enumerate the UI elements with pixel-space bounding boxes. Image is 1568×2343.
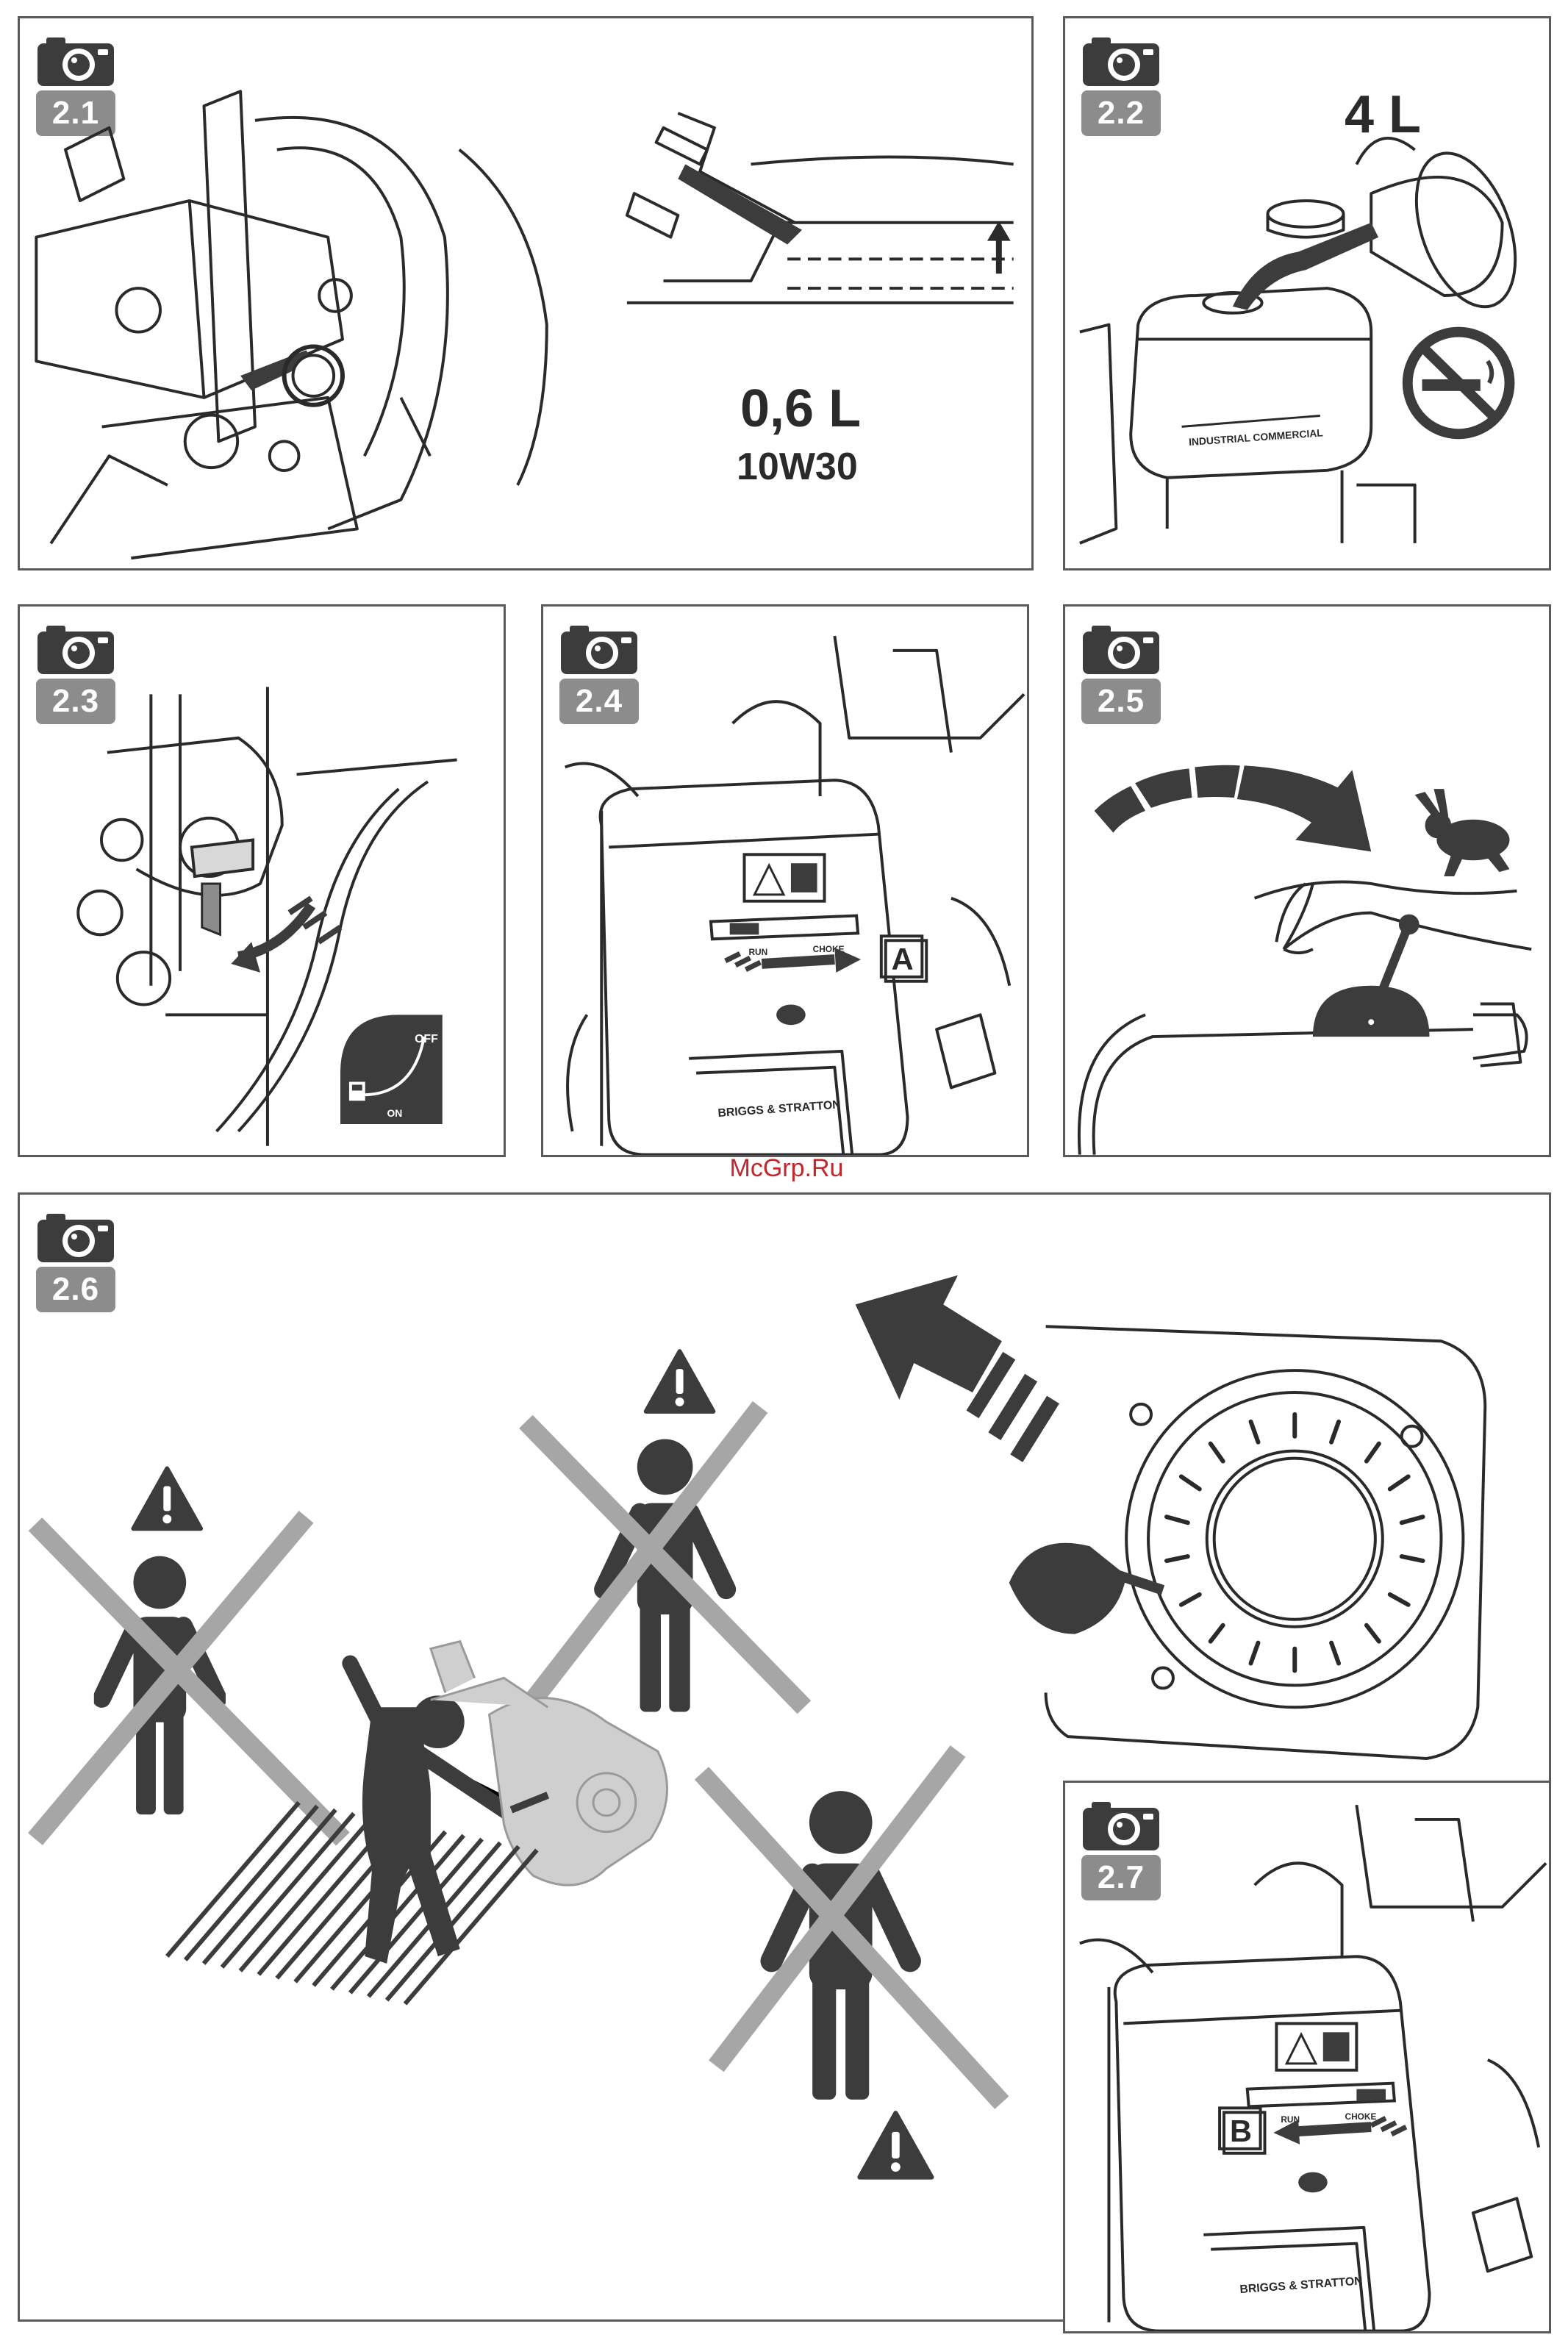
brand-text: BRIGGS & STRATTON [717,1098,841,1120]
fuel-valve-illustration: OFF ON [20,607,504,1155]
warning-icon [133,1469,201,1529]
rabbit-icon [1415,789,1510,876]
valve-on-text: ON [387,1107,402,1119]
no-smoking-icon [1408,332,1510,434]
warning-icon [646,1351,714,1412]
step-2-4-panel: 2.4 RUN CHOKE A BRIGGS & STRATTON [541,604,1029,1157]
warning-icon [860,2113,932,2177]
choke-lever-illustration: RUN CHOKE A BRIGGS & STRATTON [543,607,1027,1155]
engine-oil-illustration [20,18,1031,568]
watermark-text: McGrp.Ru [698,1154,875,1183]
step-2-1-panel: 2.1 [18,16,1034,570]
step-2-2-panel: 2.2 4 L INDUSTRIAL COMMERCIAL [1063,16,1551,570]
step-2-7-panel: 2.7 RUN CHOKE B BRIGGS & STRATTON [1063,1781,1551,2333]
fuel-icon [349,1082,365,1101]
fuel-tank-illustration: INDUSTRIAL COMMERCIAL [1065,18,1549,568]
valve-off-text: OFF [415,1033,438,1045]
step-2-3-panel: 2.3 OFF ON [18,604,506,1157]
tank-label-text: INDUSTRIAL COMMERCIAL [1189,426,1324,448]
choke-release-illustration: RUN CHOKE B BRIGGS & STRATTON [1065,1783,1549,2331]
oil-grade-text: 10W30 [737,445,858,489]
step-2-5-panel: 2.5 [1063,604,1551,1157]
marker-b: B [1230,2114,1252,2148]
choke-label: CHOKE [1345,2111,1377,2122]
run-label: RUN [748,947,767,957]
brand-text: BRIGGS & STRATTON [1239,2275,1363,2296]
marker-a: A [892,942,914,976]
oil-volume-text: 0,6 L [740,379,861,439]
throttle-illustration [1065,607,1549,1155]
